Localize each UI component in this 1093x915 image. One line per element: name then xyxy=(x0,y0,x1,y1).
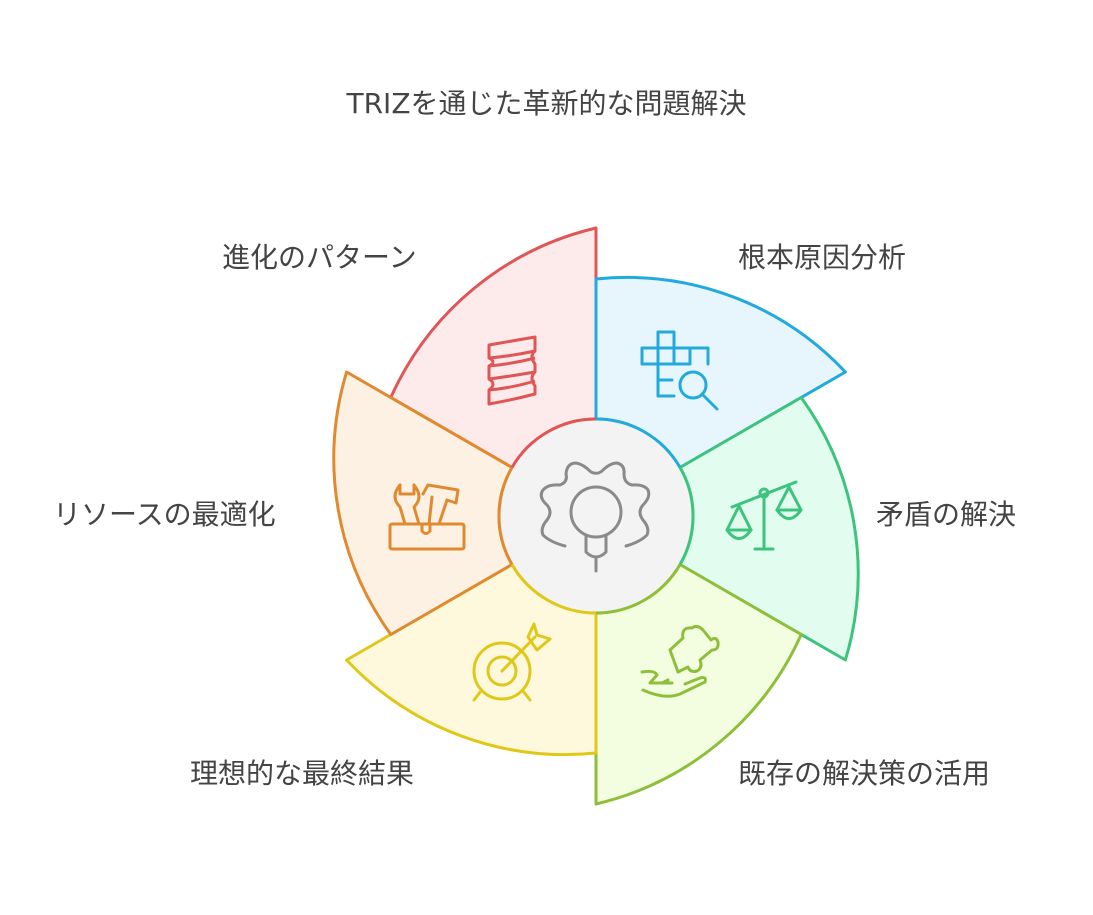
label-evolution-patterns: 進化のパターン xyxy=(222,241,417,274)
label-resource-optimization: リソースの最適化 xyxy=(53,498,276,531)
toolbox-icon xyxy=(388,483,466,551)
balance-scale-icon xyxy=(725,480,803,551)
diagram-title: TRIZを通じた革新的な問題解決 xyxy=(346,87,747,120)
gear-lightbulb-icon xyxy=(539,461,651,573)
label-existing-solutions: 既存の解決策の活用 xyxy=(738,757,991,790)
crossword-search-icon xyxy=(640,330,719,411)
segment-contradiction-resolution xyxy=(678,396,860,662)
label-contradiction-resolution: 矛盾の解決 xyxy=(876,498,1017,531)
segment-ideal-final-result xyxy=(345,563,598,757)
spring-coil-icon xyxy=(487,335,537,406)
label-root-cause-analysis: 根本原因分析 xyxy=(738,241,907,274)
hand-puzzle-icon xyxy=(640,624,720,698)
center-hub xyxy=(497,417,695,615)
label-ideal-final-result: 理想的な最終結果 xyxy=(190,757,415,790)
target-arrow-icon xyxy=(472,622,552,702)
